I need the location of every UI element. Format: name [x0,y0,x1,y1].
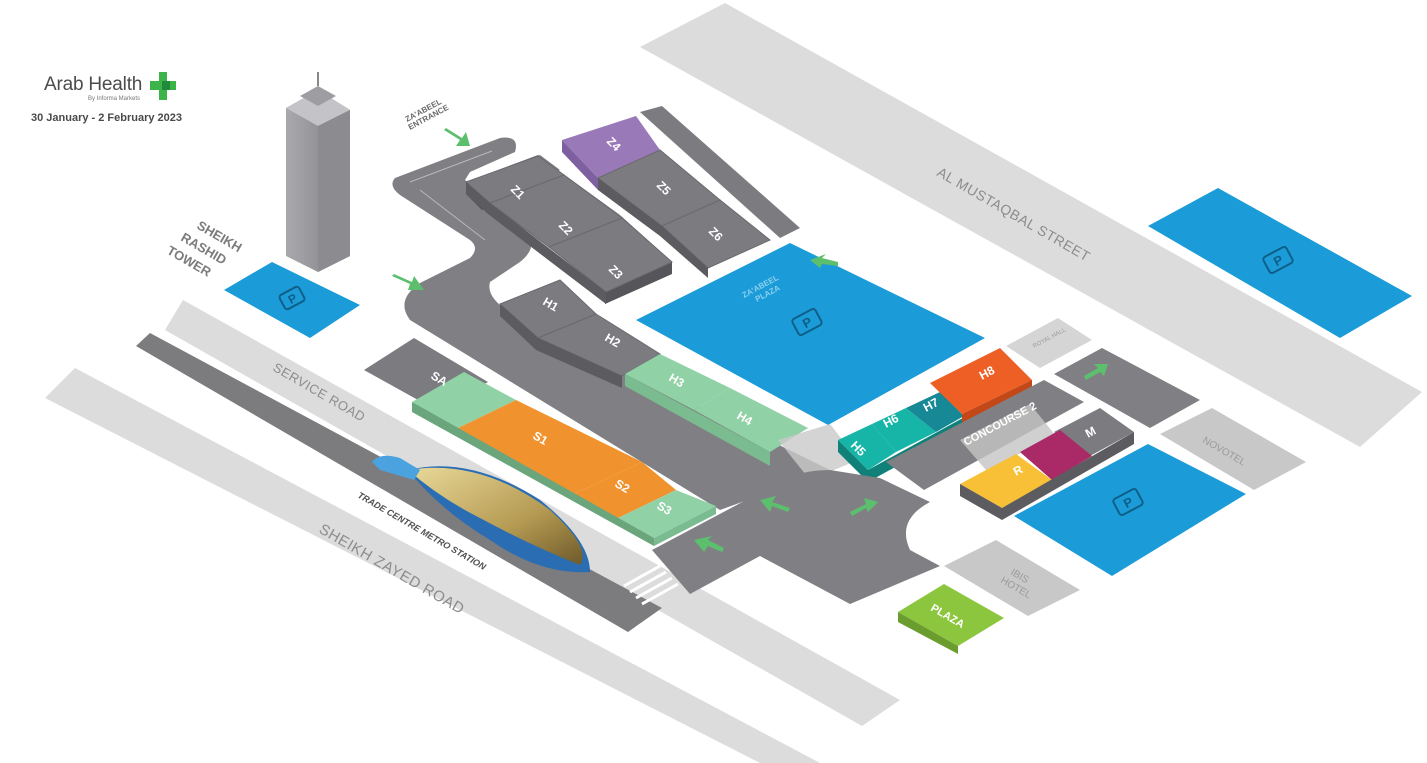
hall-h4-label: H4 [735,408,756,428]
hall-h8-shape[interactable] [930,348,1032,414]
ibis-hotel-building[interactable] [944,540,1080,616]
hall-z-side [598,178,708,278]
metro-station [372,455,590,573]
entrance-arrows [392,128,1108,552]
arrow-icon [444,128,470,146]
event-dates: 30 January - 2 February 2023 [31,112,183,124]
arrow-icon [810,254,838,268]
hall-z4-shape[interactable] [562,116,660,178]
hall-r-shape[interactable] [960,454,1052,508]
plus-logo-icon [150,72,176,100]
hall-magenta-shape[interactable] [1020,430,1092,480]
crosswalk [623,564,679,606]
hall-sa-shape[interactable] [412,372,516,430]
hall-s1-label: S1 [531,428,551,448]
plaza-block-side [898,612,958,654]
hall-h7-label: H7 [921,395,941,415]
hall-h3-shape[interactable] [625,354,730,410]
hall-z6-shape[interactable] [661,199,771,269]
hall-s3-label: S3 [655,498,675,518]
glass-connector [778,424,858,480]
hall-z4-side [562,140,598,190]
arab-health-logo: Arab Health By Informa Markets 30 Januar… [31,72,214,124]
logo-subtitle: By Informa Markets [88,96,141,102]
hall-h3-label: H3 [667,370,688,390]
sheikh-zayed-road [45,368,820,763]
metro-train-icon [372,455,420,480]
hall-h6-label: H6 [881,411,901,431]
zaabeel-plaza-parking[interactable] [636,243,985,425]
hall-s3-shape[interactable] [614,490,716,538]
arrow-icon [760,496,790,512]
hall-h7-shape[interactable] [906,392,964,432]
hall-h1-label: H1 [541,294,562,314]
tower-parking[interactable] [224,262,360,338]
grey-block-1 [1054,348,1200,428]
hall-s1-shape[interactable] [454,400,642,494]
plaza-block[interactable] [898,584,1004,646]
logo-title: Arab Health [44,74,143,95]
concourse-building [960,404,1056,470]
hall-block-side [466,182,606,304]
hall-h-side [500,304,622,388]
sheikh-rashid-tower [286,72,350,272]
al-mustaqbal-street [640,3,1422,447]
hall-z3-shape[interactable] [548,217,673,293]
novotel-building[interactable] [1160,408,1306,490]
hall-h5-shape[interactable] [838,424,896,470]
small-building [1006,318,1092,368]
hall-s2-label: S2 [613,476,633,496]
arrow-icon [694,536,724,552]
hall-s-front [654,506,716,546]
service-road-inner [409,150,493,241]
hall-s-side [412,402,654,546]
z-strip-building [640,106,800,238]
arrow-icon [1084,364,1108,380]
hall-h6-shape[interactable] [872,408,936,452]
arrow-icon [850,498,878,516]
hall-s2-shape[interactable] [574,462,676,520]
hall-h-mint-side [625,374,770,466]
arrow-icon [392,274,424,290]
street-parking[interactable] [1148,188,1412,338]
hall-h8-label: H8 [977,363,997,383]
hall-h2-label: H2 [603,330,624,350]
hall-h4-shape[interactable] [694,388,808,452]
